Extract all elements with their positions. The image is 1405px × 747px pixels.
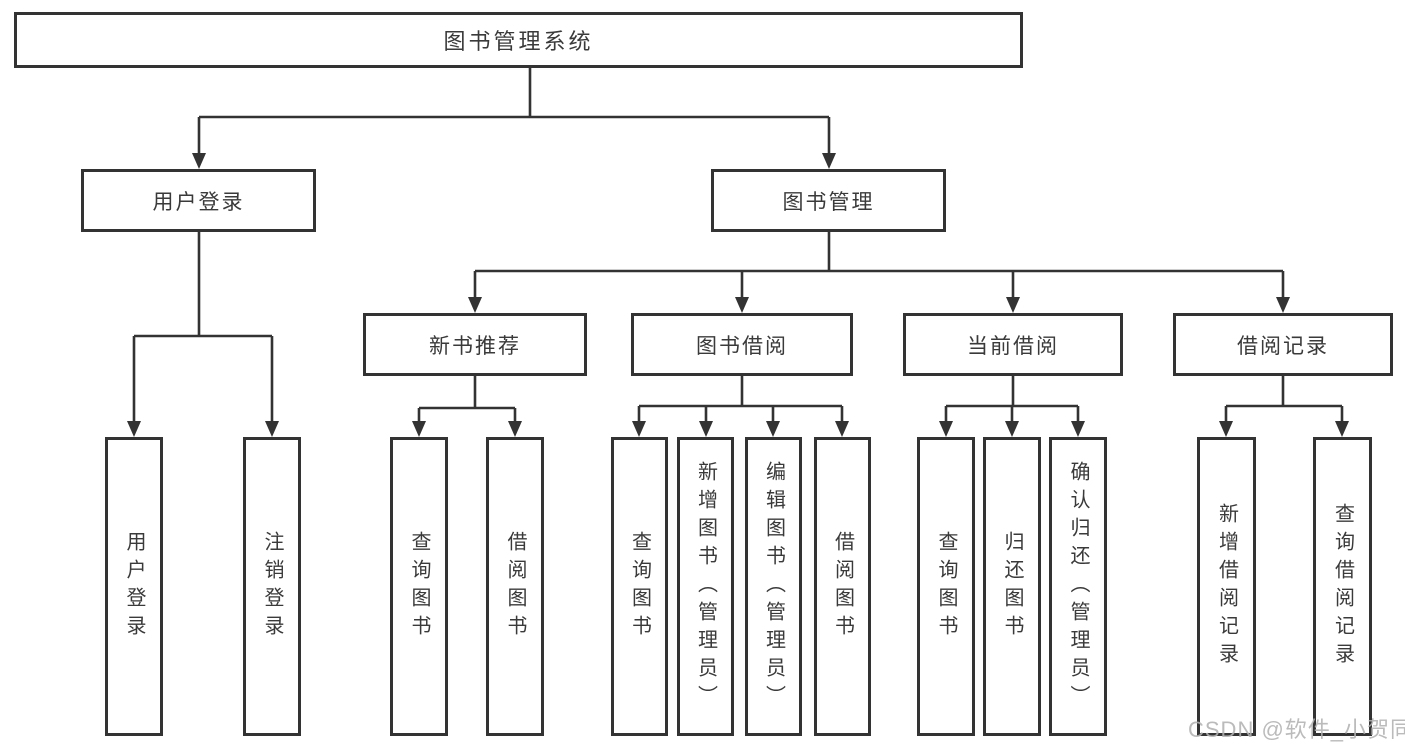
arrow-icon — [1005, 421, 1019, 437]
node-leaf-logout: 注销登录 — [243, 437, 301, 736]
arrow-icon — [835, 421, 849, 437]
arrow-icon — [1276, 297, 1290, 313]
arrow-icon — [412, 421, 426, 437]
node-leaf-query-borrow-record: 查询借阅记录 — [1313, 437, 1372, 736]
node-current-borrowing: 当前借阅 — [903, 313, 1123, 376]
node-leaf-borrow-books-borrowing: 借阅图书 — [814, 437, 871, 736]
csdn-watermark: CSDN @软件_小贺同学 — [1188, 717, 1405, 742]
node-user-login: 用户登录 — [81, 169, 316, 232]
arrow-icon — [735, 297, 749, 313]
node-new-book-recommend: 新书推荐 — [363, 313, 587, 376]
arrow-icon — [1006, 297, 1020, 313]
arrow-icon — [939, 421, 953, 437]
node-library-system: 图书管理系统 — [14, 12, 1023, 68]
arrow-icon — [508, 421, 522, 437]
arrow-icon — [265, 421, 279, 437]
arrow-icon — [127, 421, 141, 437]
node-book-borrowing: 图书借阅 — [631, 313, 853, 376]
node-borrowing-records: 借阅记录 — [1173, 313, 1393, 376]
arrow-icon — [822, 153, 836, 169]
arrow-icon — [632, 421, 646, 437]
node-leaf-query-books-current: 查询图书 — [917, 437, 975, 736]
arrow-icon — [766, 421, 780, 437]
arrow-icon — [1219, 421, 1233, 437]
arrow-icon — [1071, 421, 1085, 437]
arrow-icon — [192, 153, 206, 169]
arrow-icon — [699, 421, 713, 437]
node-leaf-return-books: 归还图书 — [983, 437, 1041, 736]
node-leaf-query-books-recommend: 查询图书 — [390, 437, 448, 736]
node-book-management: 图书管理 — [711, 169, 946, 232]
node-leaf-add-borrow-record: 新增借阅记录 — [1197, 437, 1256, 736]
node-leaf-user-login: 用户登录 — [105, 437, 163, 736]
node-leaf-add-books-admin: 新增图书（管理员） — [677, 437, 734, 736]
arrow-icon — [468, 297, 482, 313]
arrow-icon — [1335, 421, 1349, 437]
node-leaf-confirm-return-admin: 确认归还（管理员） — [1049, 437, 1107, 736]
node-leaf-query-books-borrowing: 查询图书 — [611, 437, 668, 736]
node-leaf-edit-books-admin: 编辑图书（管理员） — [745, 437, 802, 736]
node-leaf-borrow-books-recommend: 借阅图书 — [486, 437, 544, 736]
